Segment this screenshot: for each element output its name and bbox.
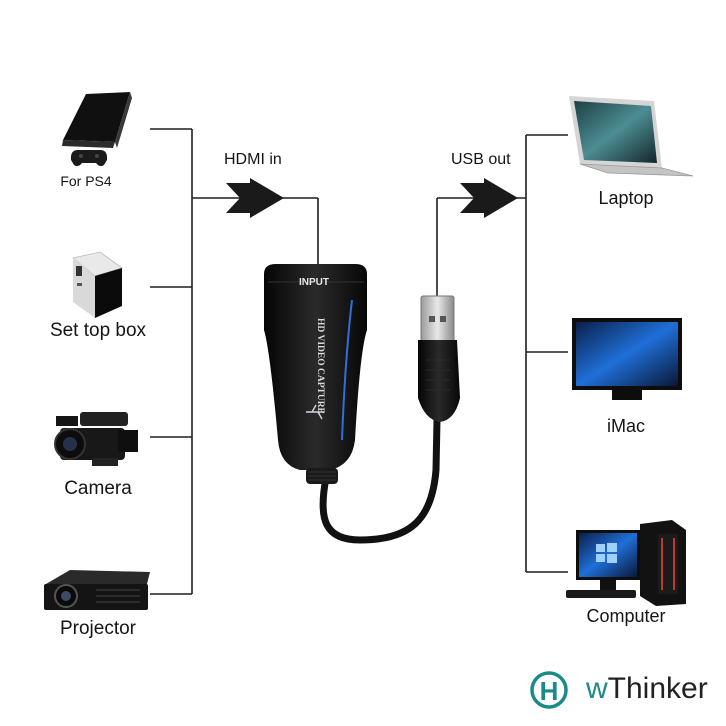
howthinker-logo-mark: H [530,671,568,709]
device-label-projector: Projector [59,618,137,639]
ps4-console-icon [62,92,132,167]
hd-video-capture-device [264,264,460,544]
set-top-box-icon [72,251,123,318]
device-side-label: HD VIDEO CAPTURE [315,318,325,414]
usb-out-label: USB out [451,151,511,168]
imac-icon [572,318,682,400]
hdmi-in-label: HDMI in [224,151,282,168]
usb-symbol-icon [306,404,324,420]
logo-wordmark: wThinker [586,672,708,706]
device-label-ps4: For PS4 [60,173,112,189]
device-label-camera: Camera [64,478,132,499]
hdmi-in-arrow [226,178,284,218]
laptop-icon [569,96,694,177]
device-label-set-top-box: Set top box [49,320,147,341]
logo-wordmark-prefix: w [586,672,608,705]
device-input-label: INPUT [299,277,329,288]
device-label-laptop: Laptop [598,188,654,208]
device-label-imac: iMac [606,416,645,436]
video-camera-icon [54,412,138,466]
projector-icon [44,570,150,610]
logo-wordmark-text: Thinker [607,672,708,705]
howthinker-logo: wThinker [528,668,718,714]
device-label-computer: Computer [586,606,666,626]
desktop-computer-icon [566,520,686,606]
usb-out-arrow [460,178,518,218]
logo-mark-letter: H [540,676,559,706]
